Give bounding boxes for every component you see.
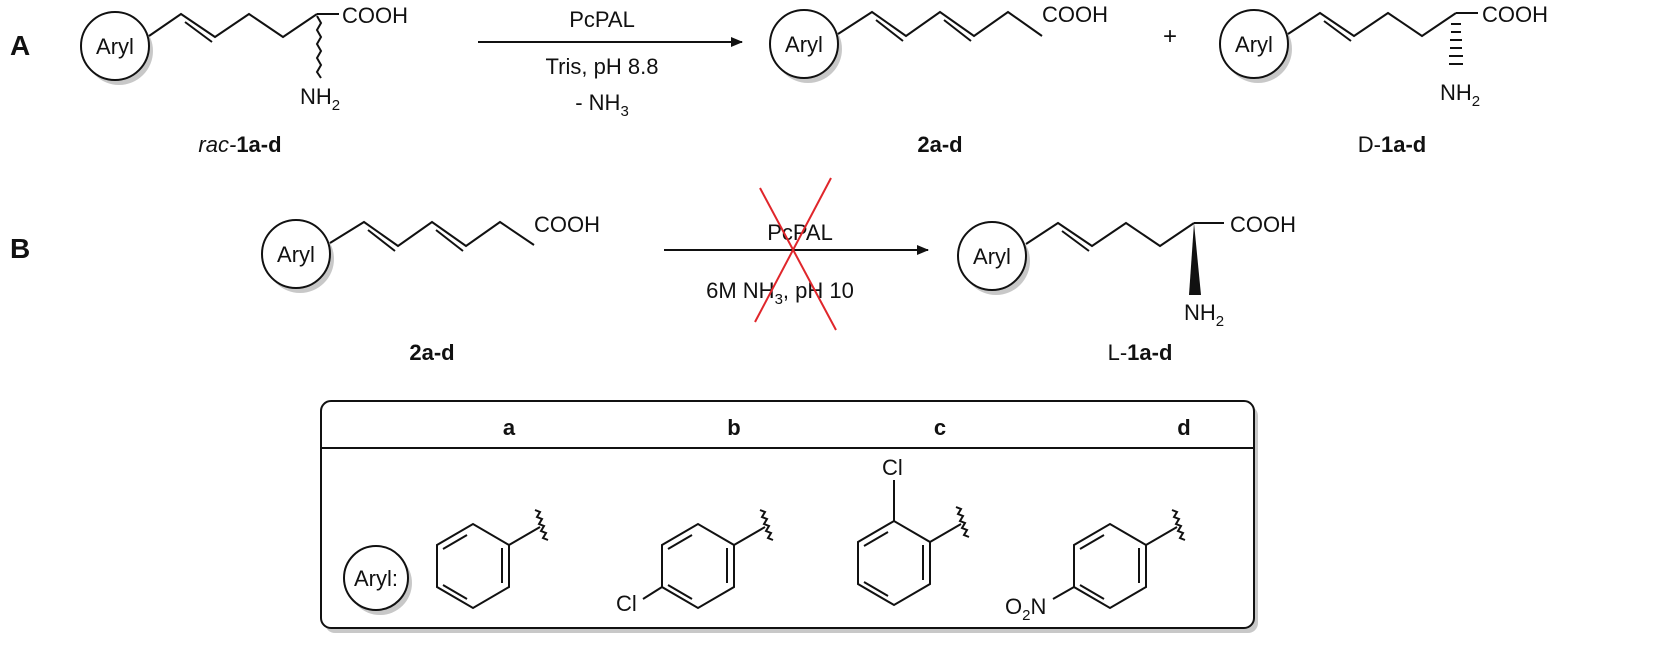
substituent-c-chlorophenyl-icon xyxy=(857,480,970,607)
structure-l-1a-d xyxy=(957,221,1224,295)
compound-label-rac-1a-d: rac-1a-d xyxy=(198,132,281,157)
nitro-label-d: O2N xyxy=(1005,594,1046,624)
aryl-table-box xyxy=(320,400,1255,629)
aryl-badge-rac: Aryl xyxy=(96,34,134,59)
panel-label-b: B xyxy=(10,233,30,264)
compound-label-l-1a-d: L-1a-d xyxy=(1108,340,1173,365)
aryl-table: a b c d xyxy=(320,400,1258,633)
aryl-key-label: Aryl: xyxy=(354,566,398,591)
structure-2a-d-product xyxy=(769,9,1043,83)
structure-d-1a-d xyxy=(1219,9,1478,83)
compound-label-d-1a-d: D-1a-d xyxy=(1358,132,1426,157)
table-header-b: b xyxy=(727,415,740,440)
compound-label-2a-d-b: 2a-d xyxy=(409,340,454,365)
aryl-badge-d-1a-d: Aryl xyxy=(1235,32,1273,57)
amine-label-rac: NH2 xyxy=(300,84,340,114)
cooh-label-l-1a-d: COOH xyxy=(1230,212,1296,237)
conditions-label-b: 6M NH3, pH 10 xyxy=(706,278,854,308)
substituent-b-chlorophenyl-icon xyxy=(642,509,774,610)
table-header-c: c xyxy=(934,415,946,440)
substituent-a-phenyl-icon xyxy=(436,509,549,610)
aryl-badge-2a-d-b: Aryl xyxy=(277,242,315,267)
chloro-label-c: Cl xyxy=(882,455,903,480)
substituent-d-nitrophenyl-icon xyxy=(1052,509,1186,610)
aryl-badge-2a-d: Aryl xyxy=(785,32,823,57)
structure-rac-1a-d xyxy=(80,11,339,85)
panel-label-a: A xyxy=(10,30,30,61)
cooh-label-d-1a-d: COOH xyxy=(1482,2,1548,27)
compound-label-2a-d-a: 2a-d xyxy=(917,132,962,157)
aryl-key-badge xyxy=(343,545,412,615)
table-header-a: a xyxy=(503,415,516,440)
aryl-badge-l-1a-d: Aryl xyxy=(973,244,1011,269)
cooh-label-2a-d: COOH xyxy=(1042,2,1108,27)
conditions-label-a: Tris, pH 8.8 xyxy=(546,54,659,79)
amine-label-d-1a-d: NH2 xyxy=(1440,80,1480,110)
enzyme-label-a: PcPAL xyxy=(569,7,635,32)
structure-2a-d-substrate xyxy=(261,219,535,293)
plus-sign: + xyxy=(1163,23,1177,50)
table-header-d: d xyxy=(1177,415,1190,440)
cooh-label-2a-d-b: COOH xyxy=(534,212,600,237)
byproduct-label-a: - NH3 xyxy=(575,90,629,120)
cooh-label-rac: COOH xyxy=(342,3,408,28)
amine-label-l-1a-d: NH2 xyxy=(1184,300,1224,330)
blocked-reaction-cross-icon xyxy=(754,177,837,331)
enzyme-label-b: PcPAL xyxy=(767,220,833,245)
chloro-label-b: Cl xyxy=(616,591,637,616)
